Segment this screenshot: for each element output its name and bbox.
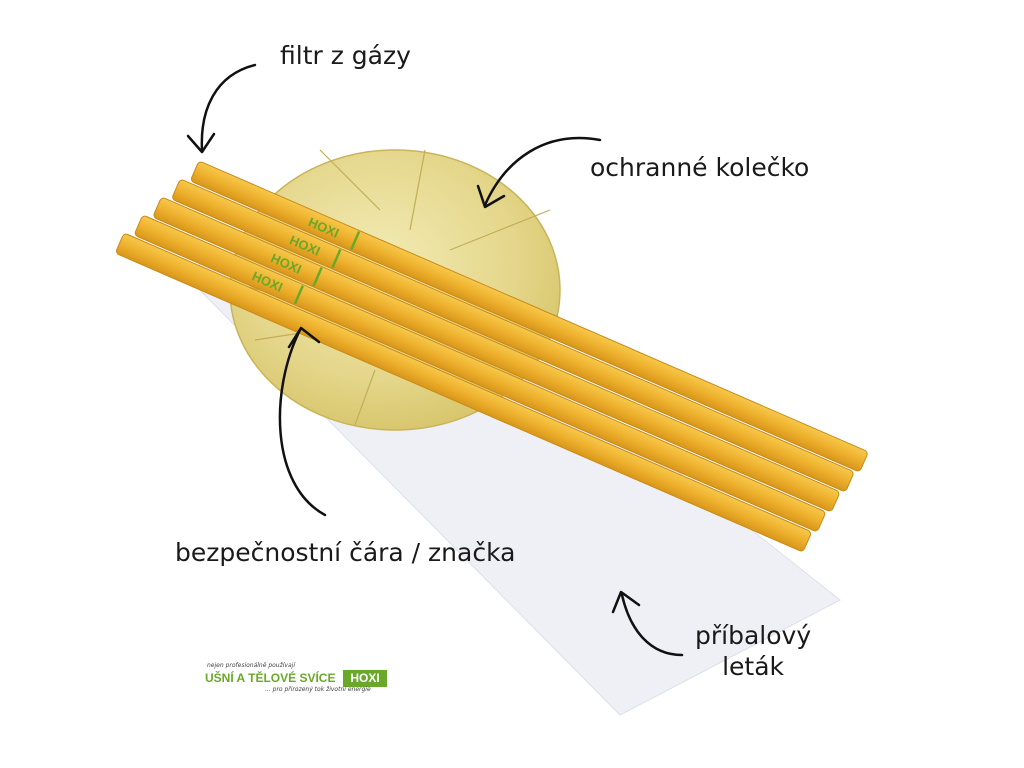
candle <box>153 197 840 512</box>
safety-line <box>312 267 323 287</box>
candle <box>134 215 826 532</box>
brand-title: UŠNÍ A TĚLOVÉ SVÍCE <box>205 671 336 685</box>
safety-line <box>331 249 342 269</box>
brand-tagline-bottom: ... pro přirozený tok životní energie <box>265 686 371 693</box>
safety-line <box>293 285 304 305</box>
arrow-filtr <box>186 63 257 154</box>
label-filtr: filtr z gázy <box>280 41 411 70</box>
label-letak-line2: leták <box>722 652 785 682</box>
brand-tagline-top: nejen profesionálně používají <box>207 662 295 669</box>
arrow-kolecko <box>476 136 602 209</box>
label-letak: příbalový leták <box>695 620 811 683</box>
label-kolecko: ochranné kolečko <box>590 153 810 182</box>
brand-badge: HOXI <box>343 670 387 687</box>
label-cara: bezpečnostní čára / značka <box>175 538 516 567</box>
arrow-cara <box>278 326 327 517</box>
safety-line <box>349 231 361 251</box>
candle <box>172 179 854 492</box>
ear-candles: HOXI HOXI HOXI HOXI <box>116 161 868 552</box>
candle <box>190 161 868 472</box>
brand-logo: nejen profesionálně používají UŠNÍ A TĚL… <box>205 662 395 702</box>
candle <box>116 233 812 552</box>
arrow-letak <box>611 590 684 657</box>
label-letak-line1: příbalový <box>695 621 812 650</box>
